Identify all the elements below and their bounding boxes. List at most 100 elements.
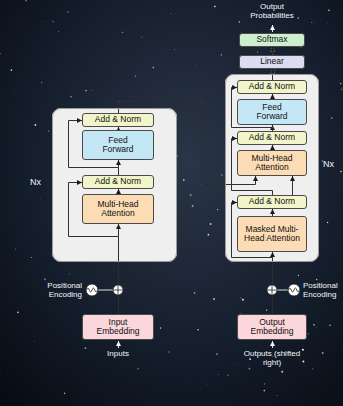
star (58, 31, 60, 33)
encoding-label: Positional Encoding (18, 282, 82, 300)
star (41, 82, 42, 83)
star (213, 298, 215, 300)
star (329, 324, 331, 326)
add-norm-box: Add & Norm (82, 113, 154, 127)
box-label: Output Embedding (248, 318, 296, 337)
star (190, 194, 192, 196)
star (264, 383, 265, 384)
input-label-holder: Outputs (shifted right) (240, 350, 304, 368)
star (302, 361, 304, 363)
star (85, 347, 87, 349)
star (264, 390, 266, 392)
add-norm-box: Add & Norm (237, 195, 307, 209)
star (207, 383, 209, 385)
repeat-count: Nx (30, 178, 41, 188)
star (141, 36, 143, 38)
feed-forward-box: Feed Forward (82, 130, 154, 160)
star (197, 329, 199, 331)
probabilities-arrow (272, 25, 273, 32)
box-label: Feed Forward (252, 103, 292, 122)
repeat-holder: Nx (323, 160, 334, 170)
star (240, 297, 241, 298)
star (48, 131, 49, 132)
star (227, 375, 228, 376)
masked-attention-box: Masked Multi-Head Attention (237, 216, 307, 252)
star (248, 364, 250, 366)
star (237, 364, 239, 366)
star (214, 6, 216, 8)
star (328, 9, 330, 11)
positional-encoding-symbol (86, 284, 113, 296)
arrow-connector (272, 47, 273, 55)
star (327, 22, 329, 24)
star (297, 17, 299, 19)
output-arrow (272, 341, 273, 348)
star (340, 83, 342, 85)
star (90, 90, 92, 92)
input-arrow (118, 341, 119, 348)
box-label: Softmax (256, 35, 287, 44)
star (135, 75, 136, 76)
attention-box: Multi-Head Attention (237, 150, 307, 176)
box-label: Linear (260, 57, 284, 66)
box-label: Add & Norm (95, 177, 141, 186)
star (195, 65, 197, 67)
add-norm-box: Add & Norm (237, 131, 307, 145)
star (216, 353, 218, 355)
star (242, 299, 244, 301)
star (31, 257, 32, 258)
star (316, 279, 318, 281)
arrow-connector (272, 209, 273, 216)
star (221, 174, 222, 175)
add-norm-box: Add & Norm (237, 80, 307, 94)
star (64, 393, 65, 394)
block-fill (225, 74, 319, 262)
star (194, 292, 196, 294)
star (239, 21, 241, 23)
block-fills (52, 74, 319, 262)
star (249, 358, 251, 360)
star (322, 352, 324, 354)
box-label: Add & Norm (249, 82, 295, 91)
star (122, 32, 123, 33)
star (18, 17, 20, 19)
block-fill (52, 108, 177, 262)
box-label: Add & Norm (95, 115, 141, 124)
star (44, 278, 46, 280)
box-label: Masked Multi-Head Attention (242, 225, 302, 244)
star (137, 368, 139, 370)
attention-box: Multi-Head Attention (82, 194, 154, 224)
star (221, 54, 222, 55)
star (340, 171, 342, 173)
star (331, 117, 333, 119)
star (40, 198, 42, 200)
star (281, 371, 283, 373)
box-label: Add & Norm (249, 133, 295, 142)
input-label: Outputs (shifted right) (240, 350, 304, 368)
star (14, 93, 16, 95)
encoding-label-holder: Positional Encoding (18, 282, 82, 300)
encoding-label-holder: Positional Encoding (303, 282, 341, 300)
star (248, 368, 250, 370)
star (174, 49, 176, 51)
output-label: Output Probabilities (242, 3, 302, 21)
embedding-box: Input Embedding (82, 314, 154, 340)
box-label: Multi-Head Attention (88, 200, 148, 219)
add-symbol (113, 285, 123, 295)
star (17, 312, 19, 314)
star (85, 90, 86, 91)
encoding-label: Positional Encoding (303, 282, 341, 300)
star (321, 160, 323, 162)
box-label: Input Embedding (94, 318, 142, 337)
positional-encoding-symbol (277, 284, 300, 296)
star (313, 324, 315, 326)
star (170, 12, 172, 14)
box-label: Multi-Head Attention (242, 154, 302, 173)
input-label: Inputs (82, 350, 154, 359)
repeat-holder: Nx (30, 178, 41, 188)
star (302, 349, 304, 351)
box-label: Feed Forward (98, 136, 138, 155)
output-label-holder: Output Probabilities (242, 3, 302, 21)
